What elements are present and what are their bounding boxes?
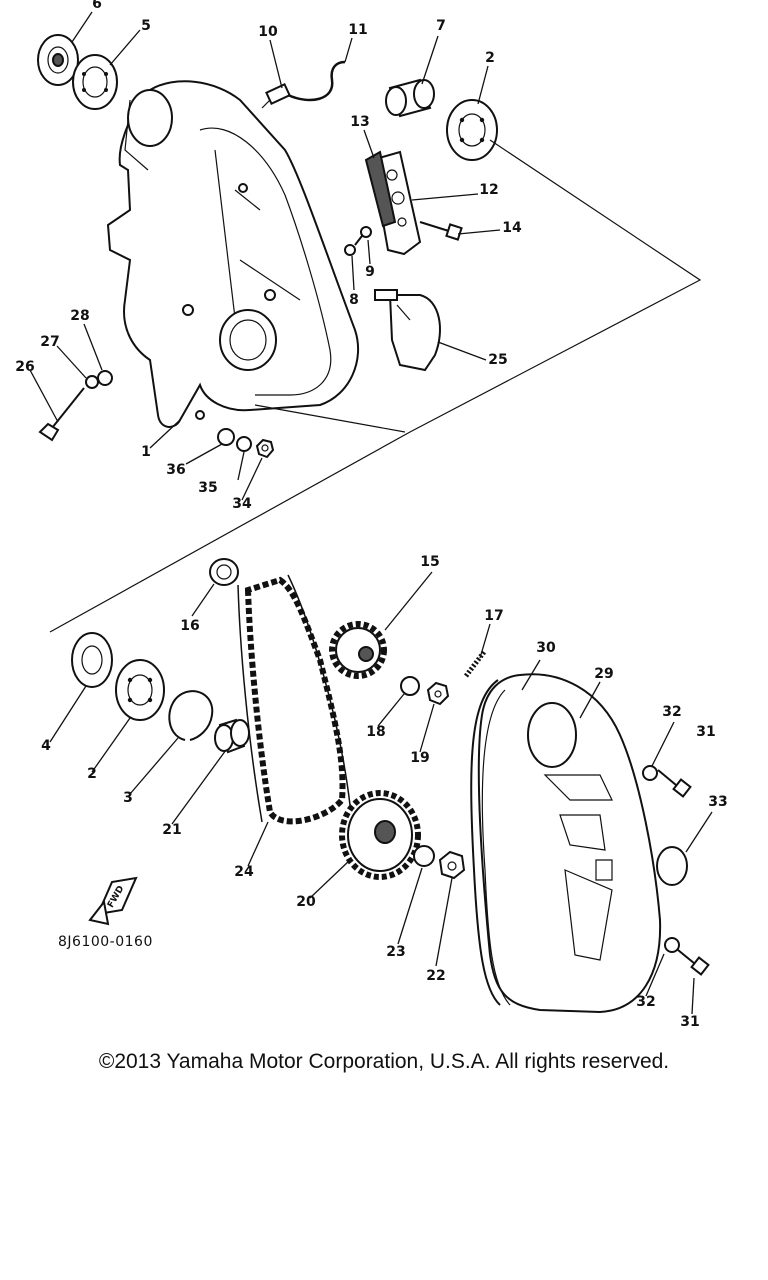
bearing-2-upper: [446, 99, 498, 161]
bolt-31-lower: [677, 949, 710, 976]
callout-19: 19: [410, 750, 429, 766]
washer-18: [400, 676, 420, 696]
callout-36: 36: [166, 462, 185, 478]
callout-23: 23: [386, 944, 405, 960]
collar-21: [214, 718, 250, 754]
callout-34: 34: [232, 496, 252, 512]
sprocket-20: [339, 790, 421, 880]
pad-13: [364, 150, 397, 228]
bearing-5: [72, 54, 118, 110]
exploded-parts-diagram: FWD: [15, 0, 727, 1030]
diagram-code: 8J6100-0160: [58, 934, 153, 950]
nut-22: [438, 850, 466, 880]
callout-13: 13: [350, 114, 369, 130]
bolt-26: [38, 387, 85, 442]
callout-25: 25: [488, 352, 507, 368]
nut-19: [426, 681, 450, 706]
callout-35: 35: [198, 480, 217, 496]
callout-1: 1: [141, 444, 151, 460]
callout-27: 27: [40, 334, 59, 350]
sensor-10: [261, 83, 291, 109]
callout-5: 5: [141, 18, 151, 34]
callout-labels: 6 5 10 11 7 2 13 12 14 9 8 25 28 27 26 1…: [15, 0, 727, 1030]
callout-17: 17: [484, 608, 503, 624]
callout-18: 18: [366, 724, 385, 740]
callout-24: 24: [234, 864, 254, 880]
callout-29: 29: [594, 666, 613, 682]
callout-10: 10: [258, 24, 278, 40]
callout-15: 15: [420, 554, 439, 570]
bearing-2-lower: [115, 659, 165, 721]
axis-line-lower: [254, 404, 406, 433]
callout-33: 33: [708, 794, 727, 810]
callout-6: 6: [92, 0, 102, 12]
chaincase-housing-1: [106, 80, 360, 428]
callout-3: 3: [123, 790, 133, 806]
leader-lines: [29, 11, 713, 1015]
callout-9: 9: [365, 264, 375, 280]
callout-21: 21: [162, 822, 181, 838]
callout-26: 26: [15, 359, 34, 375]
callout-12: 12: [479, 182, 498, 198]
bolt-31-upper: [657, 769, 692, 798]
washer-8: [344, 244, 356, 256]
bolt-9: [354, 226, 372, 246]
lockwasher-35: [236, 436, 252, 452]
copyright-notice: ©2013 Yamaha Motor Corporation, U.S.A. A…: [98, 1050, 670, 1073]
callout-20: 20: [296, 894, 316, 910]
cover-29: [477, 673, 662, 1014]
callout-8: 8: [349, 292, 359, 308]
fwd-arrow-icon: FWD: [88, 876, 138, 926]
gasket-30: [470, 679, 501, 1006]
bolt-14: [419, 221, 463, 241]
chain-guide-25: [374, 289, 441, 372]
callout-14: 14: [502, 220, 522, 236]
callout-4: 4: [41, 738, 51, 754]
wire-11: [287, 60, 346, 102]
chain-24: [237, 574, 351, 825]
collar-16: [209, 558, 239, 586]
callout-7: 7: [436, 18, 446, 34]
bearing-6: [37, 34, 79, 86]
callout-2-lower: 2: [87, 766, 97, 782]
callout-11: 11: [348, 22, 367, 38]
nut-34: [255, 438, 275, 459]
washer-28: [97, 370, 113, 386]
callout-2-upper: 2: [485, 50, 495, 66]
callout-22: 22: [426, 968, 445, 984]
collar-7: [385, 78, 435, 118]
plug-33: [656, 846, 688, 886]
shaft-reference-line: [49, 139, 702, 633]
lockwasher-27: [85, 375, 99, 389]
washer-23: [413, 845, 435, 867]
washer-32-lower: [664, 937, 680, 953]
washer-36: [217, 428, 235, 446]
washer-32-upper: [642, 765, 658, 781]
callout-31-upper: 31: [696, 724, 715, 740]
callout-16: 16: [180, 618, 199, 634]
callout-28: 28: [70, 308, 89, 324]
callout-32-lower: 32: [636, 994, 655, 1010]
callout-30: 30: [536, 640, 556, 656]
callout-31-lower: 31: [680, 1014, 699, 1030]
circlip-3: [168, 690, 214, 741]
callout-32-upper: 32: [662, 704, 681, 720]
bearing-4: [71, 632, 113, 688]
sprocket-15: [329, 621, 387, 679]
